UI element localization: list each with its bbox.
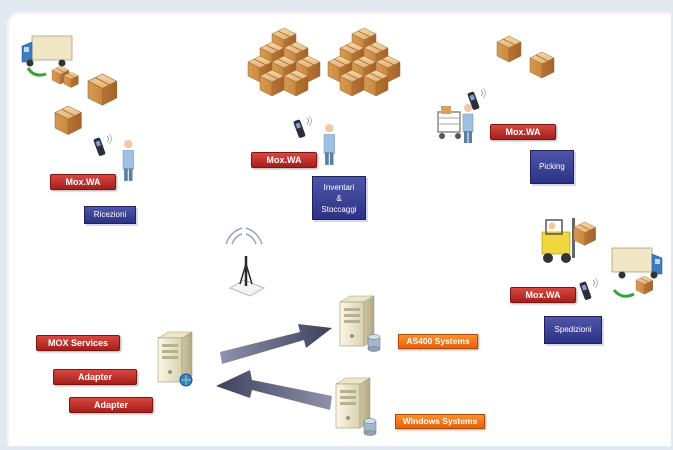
green-arrow-icon xyxy=(26,67,47,77)
adapter-label-1: Adapter xyxy=(53,369,137,385)
handheld-scanner-icon xyxy=(92,133,112,157)
inventory-task-line-1: Inventari xyxy=(323,182,355,192)
green-arrow-icon xyxy=(612,289,635,298)
truck-icon xyxy=(611,247,663,279)
cart-worker-icon xyxy=(437,103,474,144)
worker-icon xyxy=(122,139,135,182)
boxes-pile-icon xyxy=(247,27,321,97)
arrow-icon xyxy=(220,324,332,364)
box-icon xyxy=(635,275,654,295)
database-icon xyxy=(367,334,381,352)
handheld-scanner-icon xyxy=(292,115,312,139)
truck-icon xyxy=(21,35,73,67)
inventory-task-label: Inventari & Stoccaggi xyxy=(312,176,366,220)
boxes-pile-icon xyxy=(327,27,401,97)
handheld-scanner-icon xyxy=(578,277,598,301)
adapter-label-2: Adapter xyxy=(69,397,153,413)
box-icon xyxy=(54,105,82,136)
mox-services-label: MOX Services xyxy=(36,335,120,351)
as400-systems-label: AS400 Systems xyxy=(398,334,478,349)
box-icon xyxy=(529,51,555,79)
server-icon xyxy=(157,331,193,387)
picking-device-label: Mox.WA xyxy=(490,124,556,140)
windows-systems-label: Windows Systems xyxy=(395,414,485,429)
database-icon xyxy=(363,418,377,436)
receiving-task-label: Ricezioni xyxy=(84,206,136,224)
forklift-icon xyxy=(541,218,597,263)
inventory-task-line-2: & xyxy=(336,193,342,203)
picking-task-label: Picking xyxy=(530,150,574,184)
worker-icon xyxy=(323,123,336,166)
box-icon xyxy=(87,73,118,106)
shipping-task-label: Spedizioni xyxy=(544,316,602,344)
inventory-task-line-3: Stoccaggi xyxy=(321,204,357,214)
inventory-device-label: Mox.WA xyxy=(251,152,317,168)
box-icon xyxy=(496,35,522,63)
shipping-device-label: Mox.WA xyxy=(510,287,576,303)
arrow-icon xyxy=(216,370,332,410)
wifi-antenna-icon xyxy=(225,227,266,297)
receiving-device-label: Mox.WA xyxy=(50,174,116,190)
